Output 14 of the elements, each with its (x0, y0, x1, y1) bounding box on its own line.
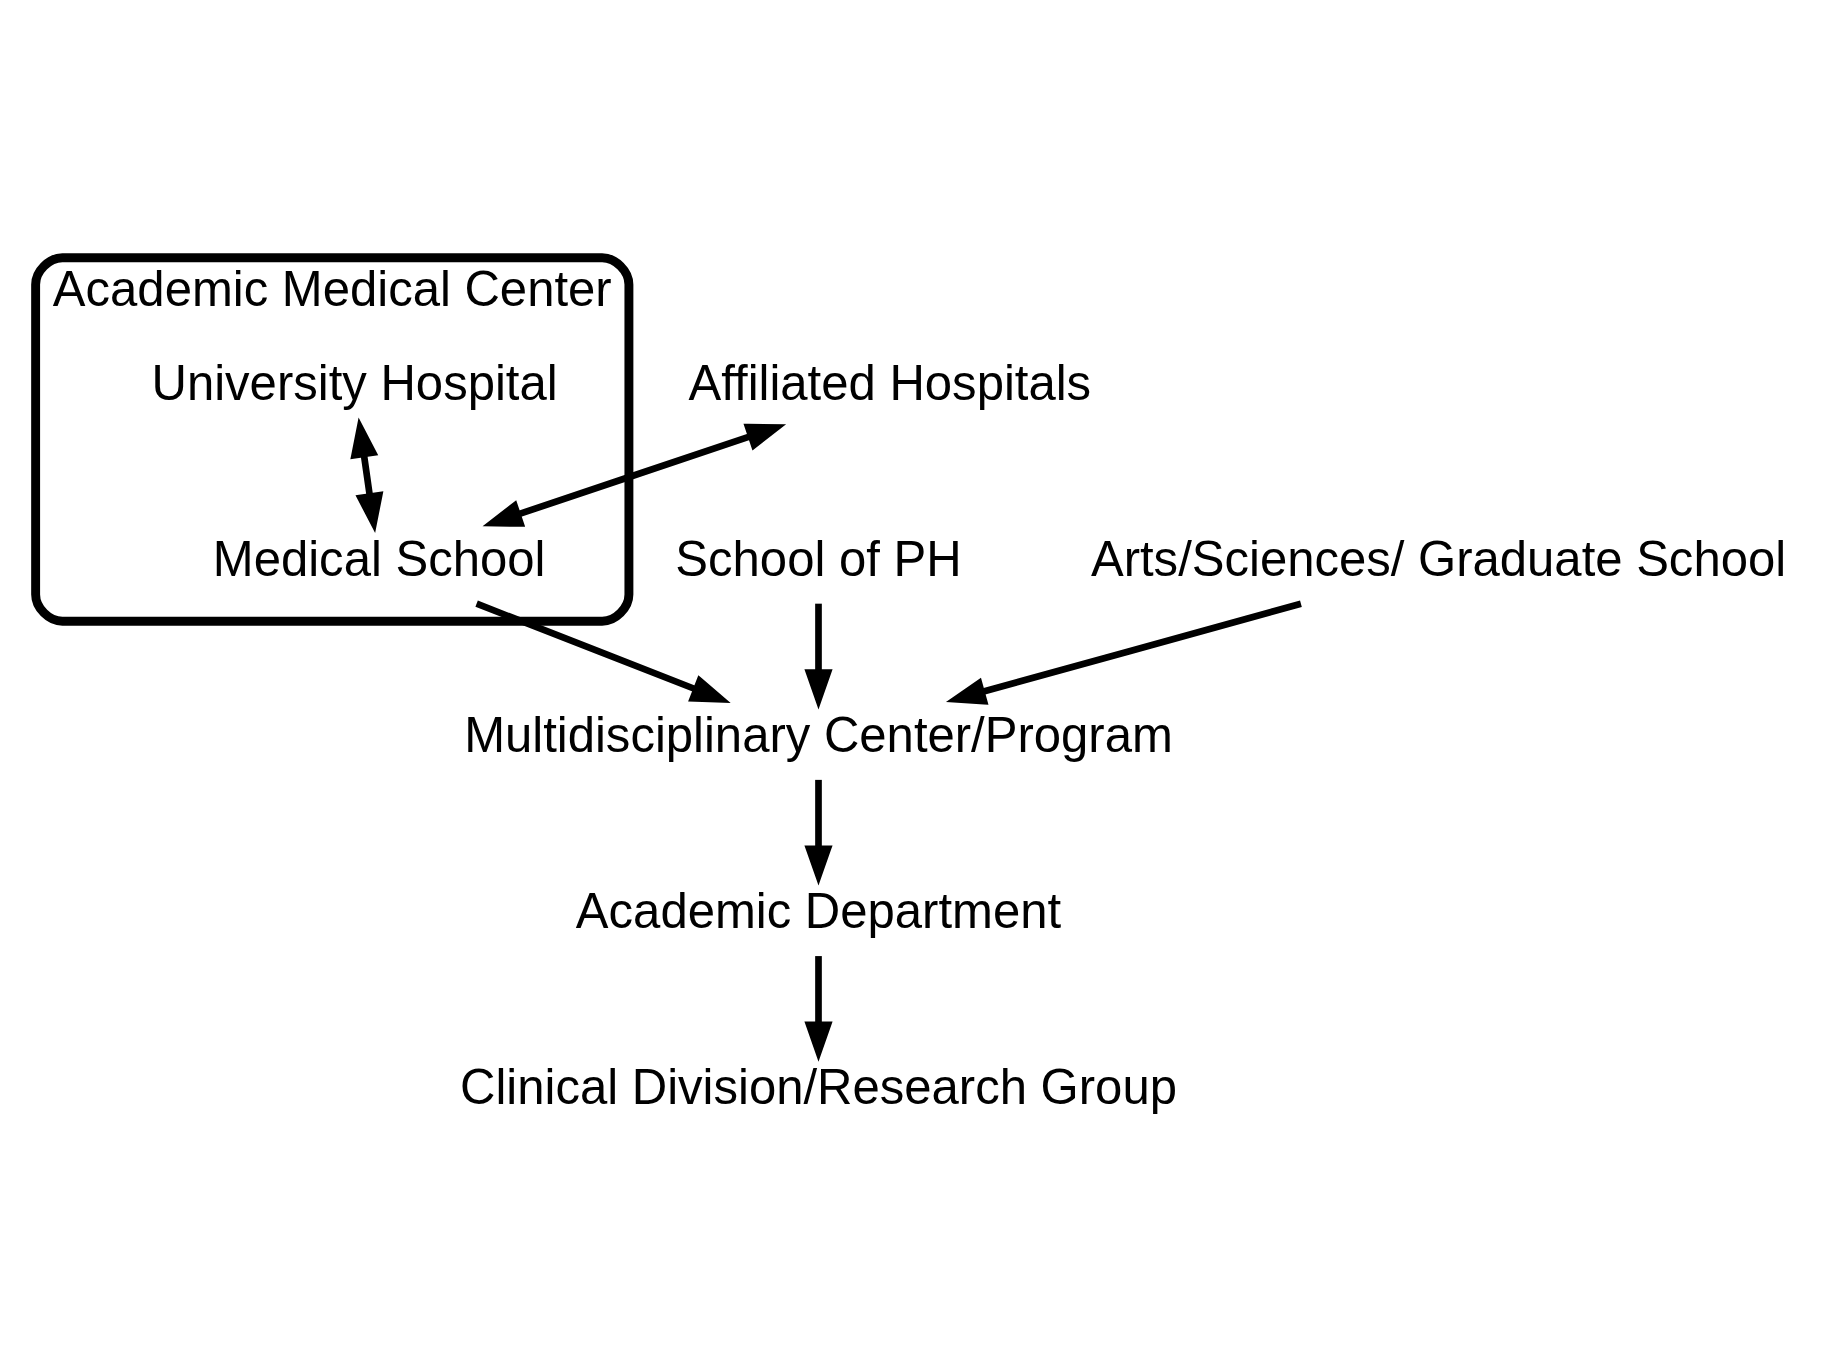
node-text: Academic Department (575, 883, 1062, 938)
node-text: University Hospital (151, 355, 558, 410)
arrow (804, 779, 833, 886)
arrow (945, 599, 1302, 705)
node-text: Medical School (212, 531, 546, 586)
node-text: School of PH (675, 531, 962, 586)
arrow (804, 955, 833, 1062)
arrow (475, 600, 731, 703)
arrow (350, 416, 384, 533)
node-text: Arts/Sciences/ Graduate School (1090, 531, 1787, 586)
arrow (482, 423, 787, 527)
node-text: Affiliated Hospitals (688, 355, 1092, 410)
node-text: Clinical Division/Research Group (460, 1059, 1177, 1114)
node-text: Multidisciplinary Center/Program (464, 707, 1173, 762)
